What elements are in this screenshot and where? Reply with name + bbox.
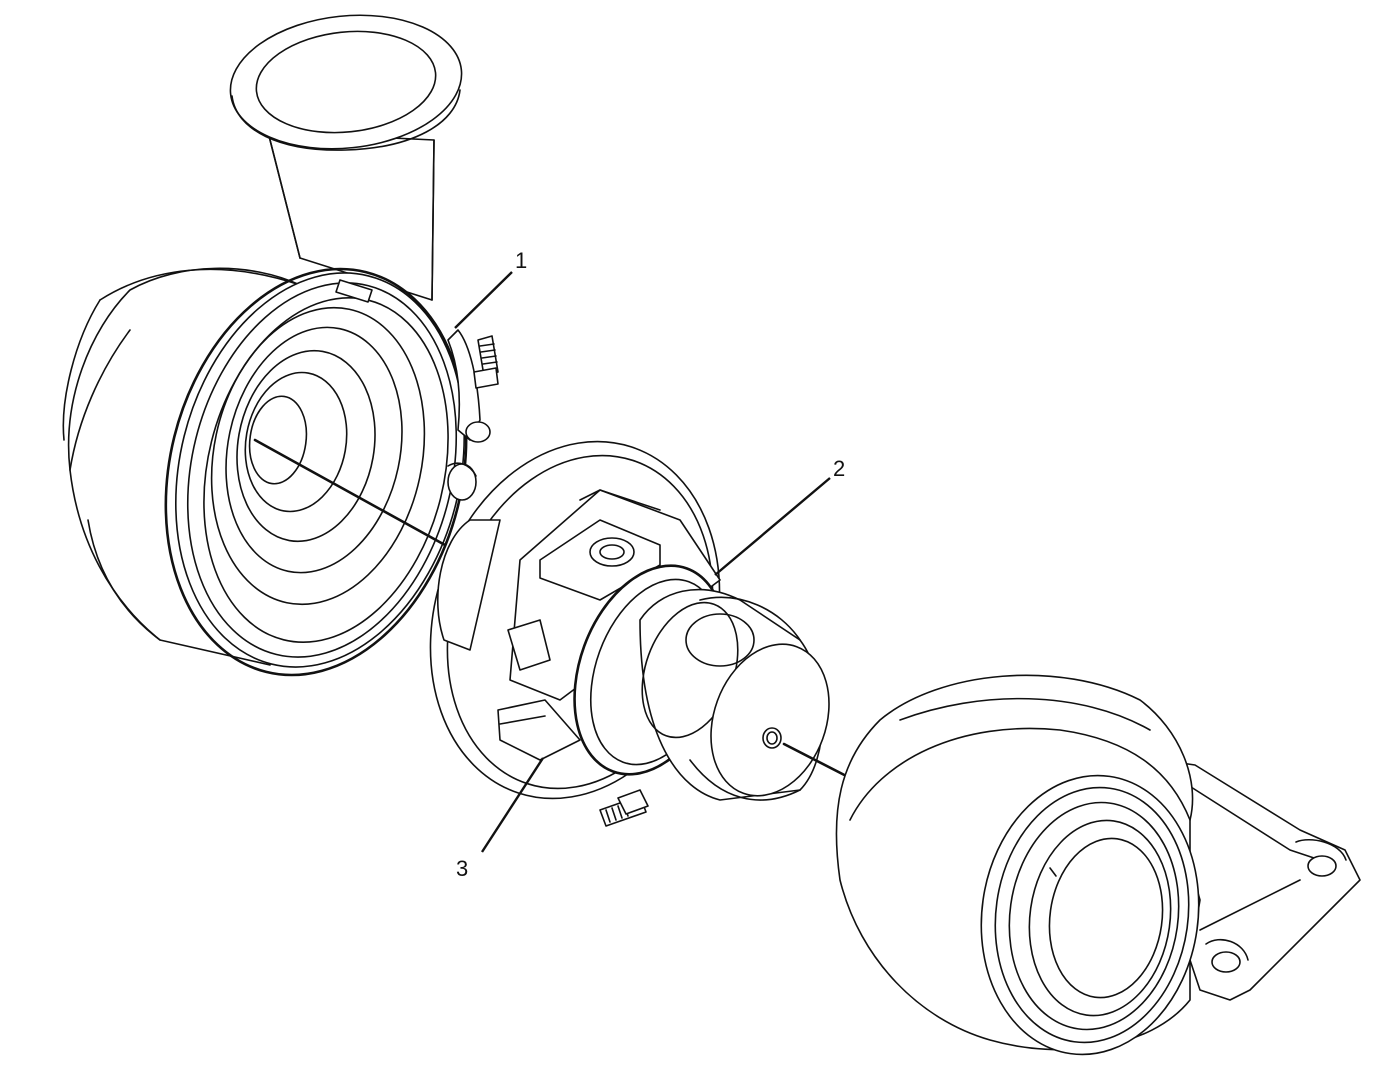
callout-1: 1	[515, 248, 527, 273]
callout-leaders	[454, 271, 831, 853]
axis-line-left	[253, 438, 447, 547]
leader-line-2	[714, 477, 831, 576]
callout-2: 2	[833, 456, 845, 481]
compressor-housing	[62, 14, 499, 677]
leader-line-1	[454, 271, 513, 329]
callout-3: 3	[456, 856, 468, 881]
turbine-housing	[835, 674, 1361, 1056]
leader-line-3	[480, 757, 545, 853]
center-housing-cartridge	[429, 440, 830, 827]
